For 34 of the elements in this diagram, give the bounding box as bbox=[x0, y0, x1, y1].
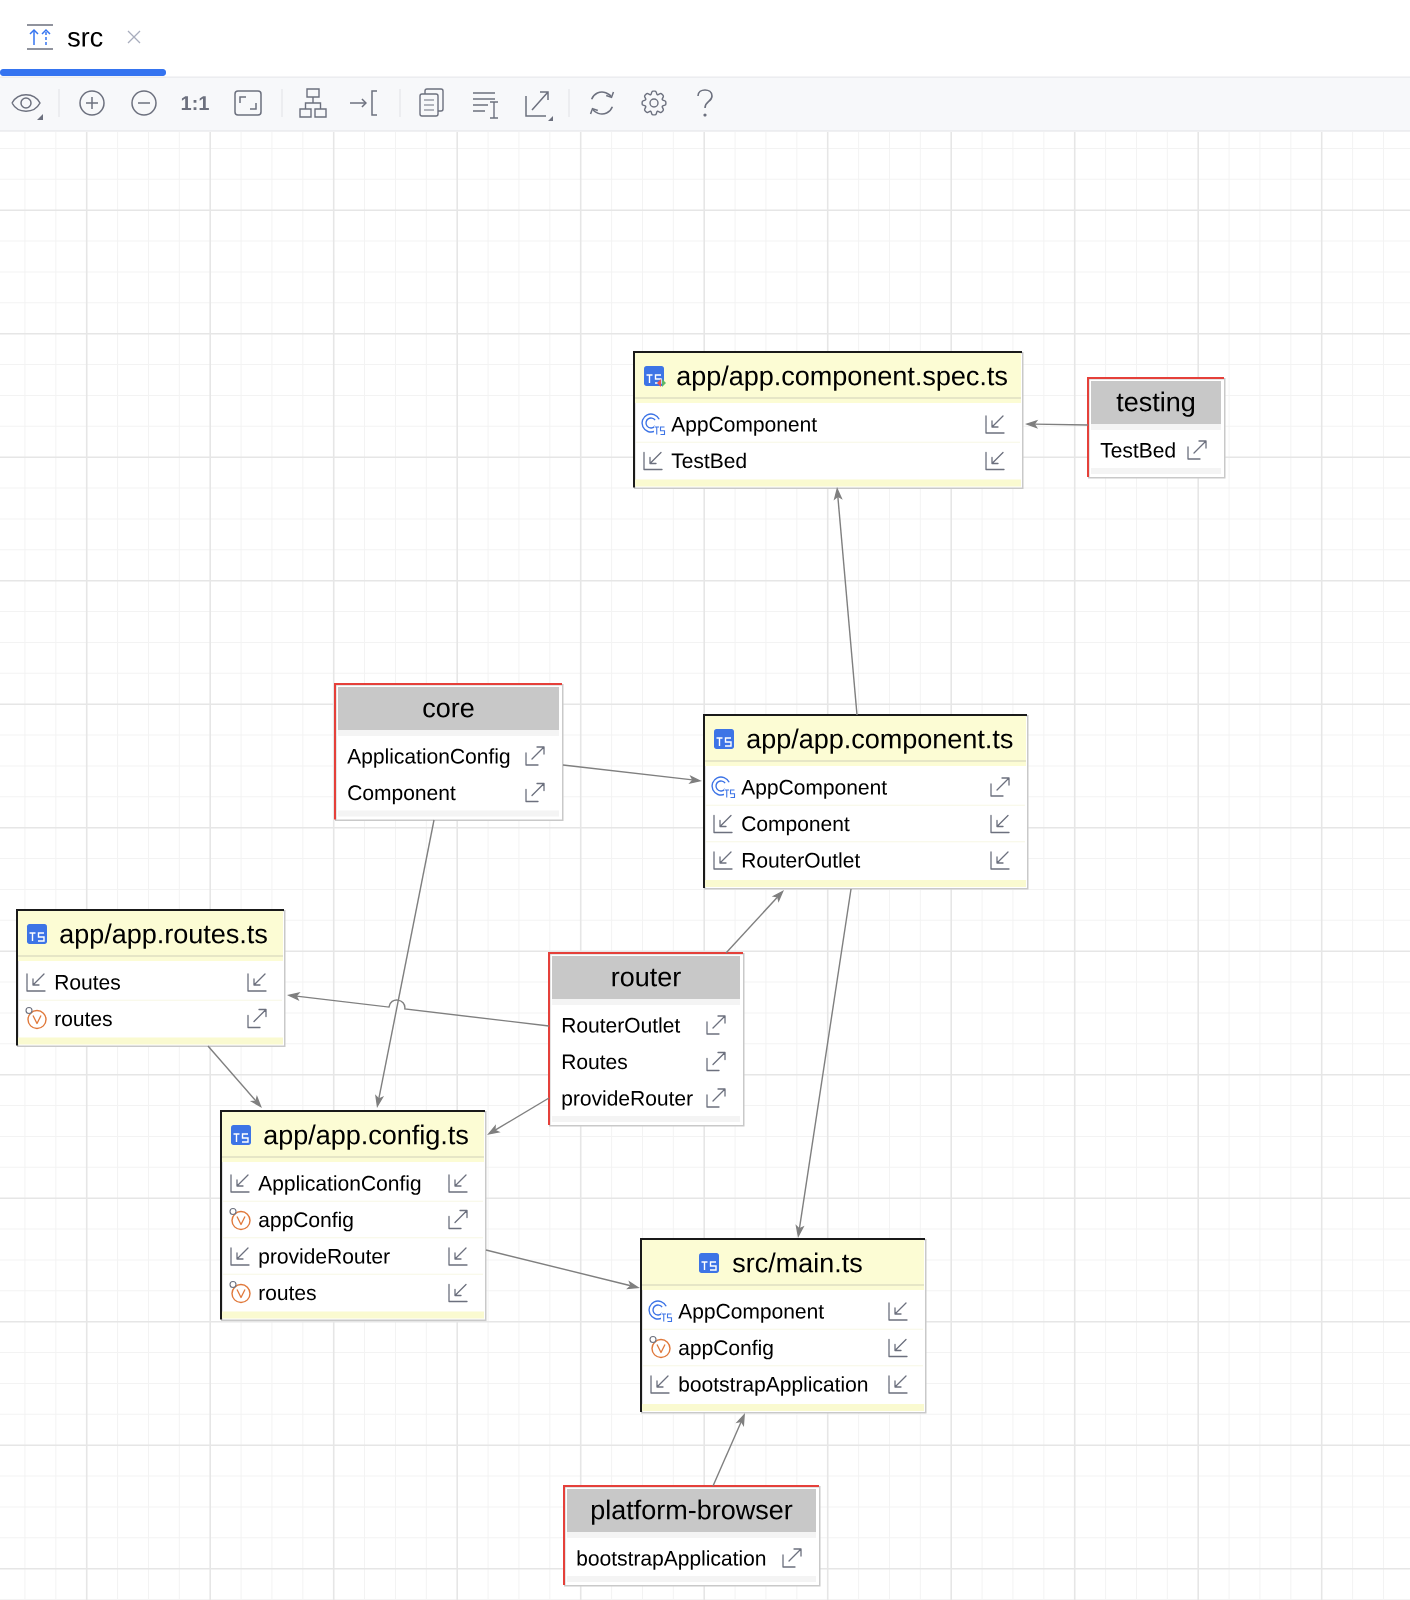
symbol-name: bootstrapApplication bbox=[577, 1550, 766, 1570]
symbol-name: appConfig bbox=[679, 1339, 773, 1360]
arrow bbox=[207, 1045, 262, 1108]
file-header: src/main.ts bbox=[641, 1240, 925, 1290]
actual-size-label: 1:1 bbox=[181, 96, 209, 110]
symbol-name: bootstrapApplication bbox=[679, 1376, 868, 1396]
symbol-name: Routes bbox=[55, 975, 120, 990]
package-header: platform-browser bbox=[567, 1489, 816, 1538]
symbol-name: AppComponent bbox=[678, 1303, 824, 1323]
symbol-name: routes bbox=[55, 1012, 112, 1027]
symbol-name: ApplicationConfig bbox=[258, 1175, 421, 1195]
symbol-name: TestBed bbox=[671, 452, 746, 469]
file-header: app/app.config.ts bbox=[221, 1112, 485, 1162]
package-header: testing bbox=[1091, 381, 1221, 430]
symbol-name: TestBed bbox=[1100, 442, 1175, 458]
file-header: app/app.component.spec.ts bbox=[634, 353, 1022, 403]
symbol-name: ApplicationConfig bbox=[347, 748, 510, 768]
symbol-name: routes bbox=[259, 1286, 316, 1301]
symbol-name: Component bbox=[742, 816, 850, 836]
file-header: app/app.routes.ts bbox=[17, 911, 284, 961]
symbol-name: Routes bbox=[562, 1054, 627, 1070]
tab-title: src bbox=[67, 31, 103, 47]
symbol-name: Component bbox=[348, 785, 456, 805]
symbol-name: provideRouter bbox=[259, 1248, 390, 1268]
symbol-name: AppComponent bbox=[741, 779, 887, 799]
symbol-name: provideRouter bbox=[562, 1090, 693, 1110]
symbol-name: RouterOutlet bbox=[562, 1017, 681, 1033]
arrow bbox=[725, 890, 784, 954]
file-header: app/app.component.ts bbox=[704, 716, 1027, 766]
package-header: core bbox=[338, 687, 559, 736]
symbol-name: appConfig bbox=[259, 1211, 353, 1232]
symbol-name: RouterOutlet bbox=[742, 852, 861, 868]
package-header: router bbox=[552, 956, 740, 1005]
symbol-name: AppComponent bbox=[671, 416, 817, 436]
